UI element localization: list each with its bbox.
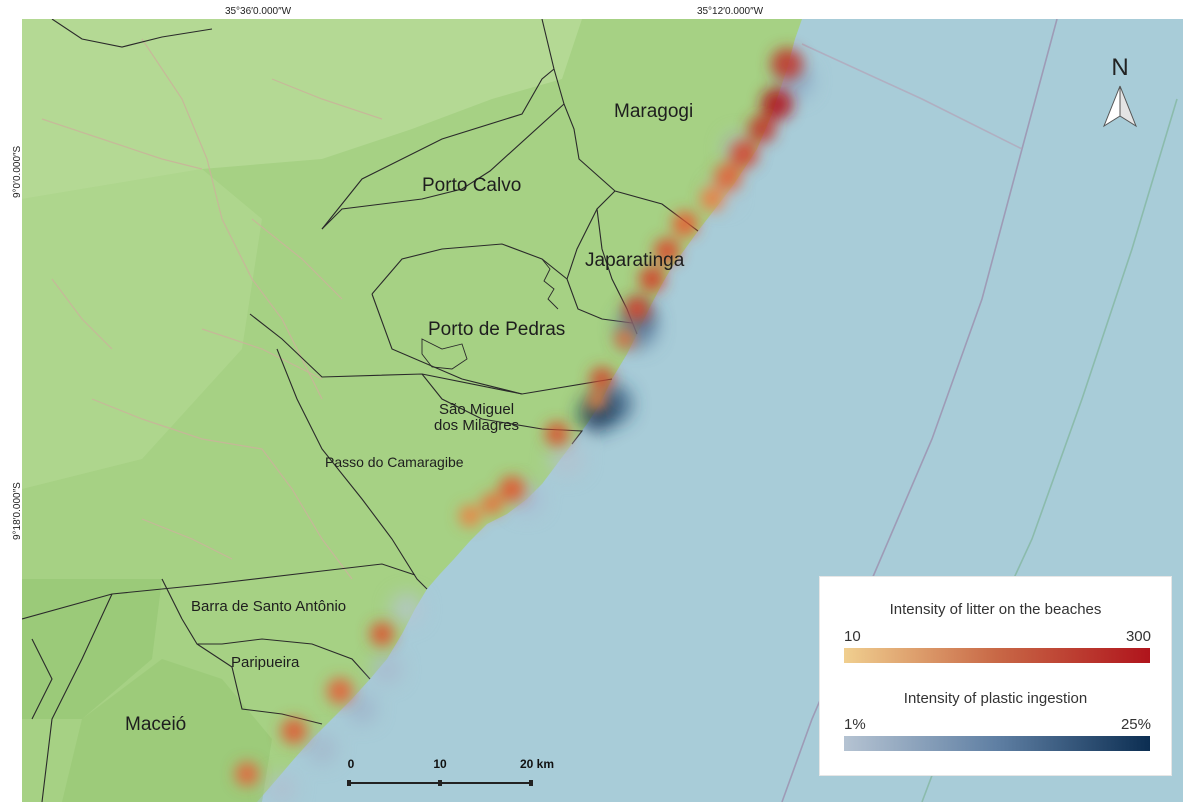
municipality-label-porto-calvo: Porto Calvo [422, 175, 522, 196]
legend-litter-min-label: 10 [844, 628, 861, 645]
legend-litter-gradient-bar [844, 648, 1150, 663]
litter-intensity-blob [624, 296, 650, 322]
plastic-ingestion-blob [307, 734, 337, 764]
litter-intensity-blob [639, 266, 665, 292]
north-arrow-letter: N [1111, 54, 1129, 81]
litter-intensity-blob [672, 211, 698, 237]
scale-bar-graphic [347, 780, 533, 786]
litter-intensity-blob [748, 115, 776, 143]
scale-bar-label-zero: 0 [347, 757, 355, 771]
litter-intensity-blob [545, 422, 569, 446]
scale-bar-label-twenty: 20 km [519, 757, 555, 771]
legend-plastic-min-label: 1% [844, 716, 866, 733]
longitude-label-east: 35°12′0.000″W [696, 6, 764, 17]
litter-heat-layer [235, 48, 803, 786]
litter-intensity-blob [730, 140, 758, 168]
legend-litter-max-label: 300 [1125, 628, 1151, 645]
land-shade-west [22, 169, 262, 489]
legend-plastic-title: Intensity of plastic ingestion [903, 690, 1088, 707]
municipality-label-barra-de-santo-antonio: Barra de Santo Antônio [191, 598, 347, 615]
municipality-label-passo-do-camaragibe: Passo do Camaragibe [325, 454, 464, 470]
litter-intensity-blob [281, 718, 307, 744]
land-shade-southwest [22, 579, 162, 719]
litter-intensity-blob [235, 762, 259, 786]
plastic-ingestion-blob [391, 593, 423, 625]
road-network [41, 38, 383, 580]
legend-litter-title: Intensity of litter on the beaches [889, 601, 1102, 618]
litter-intensity-blob [370, 622, 394, 646]
litter-intensity-blob [615, 329, 635, 349]
litter-intensity-blob [700, 187, 724, 211]
litter-intensity-blob [761, 88, 793, 120]
land-shade-northwest [22, 19, 582, 199]
municipality-label-porto-de-pedras: Porto de Pedras [428, 319, 566, 340]
legend-box: Intensity of litter on the beaches 10 30… [819, 576, 1172, 776]
municipal-boundaries [22, 19, 699, 802]
municipality-label-sao-miguel-dos-milagres: São Miguel dos Milagres [434, 401, 520, 434]
legend-plastic-max-label: 25% [1120, 716, 1151, 733]
litter-intensity-blob [590, 367, 614, 391]
map-canvas [22, 19, 1183, 802]
municipality-label-japaratinga: Japaratinga [585, 250, 685, 271]
litter-intensity-blob [654, 238, 680, 264]
legend-plastic-gradient-bar [844, 736, 1150, 751]
scale-bar-label-ten: 10 [433, 757, 447, 771]
litter-intensity-blob [771, 48, 803, 80]
municipality-label-maragogi: Maragogi [614, 101, 694, 122]
north-arrow-icon [1102, 85, 1138, 128]
municipality-label-paripueira: Paripueira [231, 654, 300, 671]
litter-intensity-blob [714, 163, 742, 191]
north-arrow: N [1100, 54, 1140, 134]
litter-intensity-blob [481, 493, 503, 515]
plastic-ingestion-blob [372, 654, 402, 684]
plastic-ingestion-blob [267, 774, 297, 802]
map-frame: Maragogi Porto Calvo Japaratinga Porto d… [22, 19, 1183, 802]
land-shade-south [62, 659, 272, 802]
municipality-label-maceio: Maceió [125, 714, 187, 735]
plastic-ingestion-blob [347, 694, 377, 724]
scale-bar: 0 10 20 km [342, 757, 555, 797]
land-area [22, 19, 802, 802]
river [421, 258, 559, 370]
litter-intensity-blob [459, 505, 481, 527]
plastic-ingestion-blob [549, 441, 585, 477]
litter-intensity-blob [499, 476, 525, 502]
litter-intensity-blob [587, 391, 607, 411]
litter-intensity-blob [327, 678, 353, 704]
longitude-label-west: 35°36′0.000″W [224, 6, 292, 17]
